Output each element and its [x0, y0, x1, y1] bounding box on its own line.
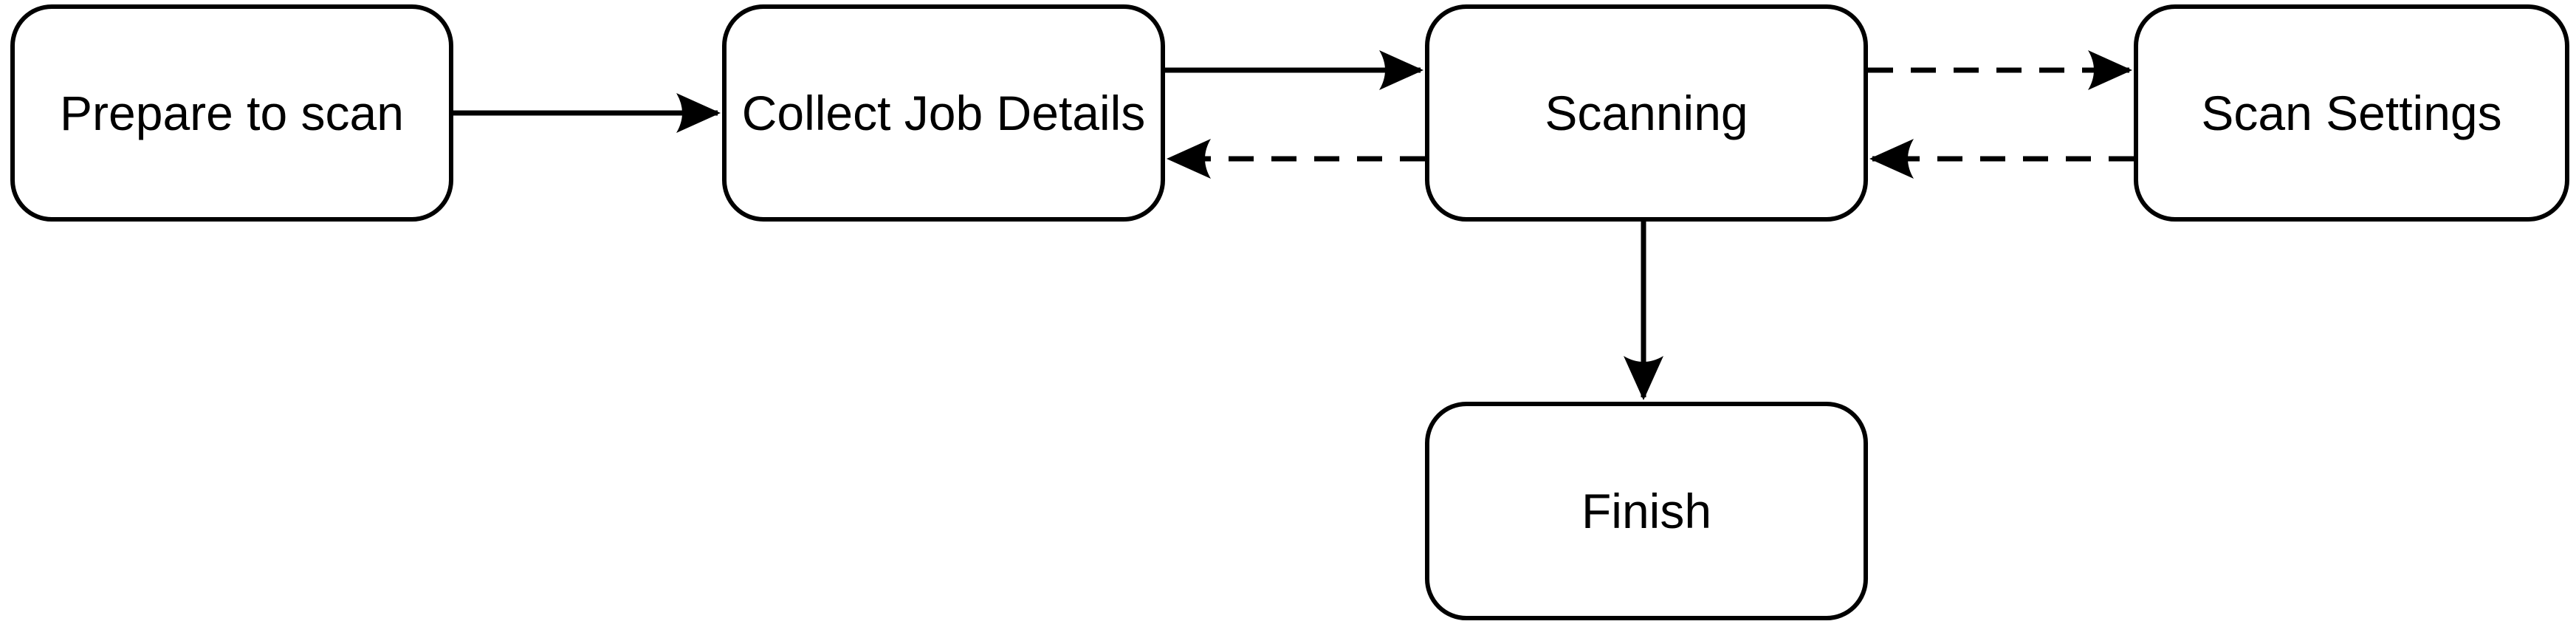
node-scan-settings-label: Scan Settings: [2201, 85, 2502, 140]
node-prepare-to-scan: Prepare to scan: [10, 4, 453, 222]
node-scanning: Scanning: [1425, 4, 1868, 222]
node-prepare-to-scan-label: Prepare to scan: [60, 85, 404, 140]
node-scanning-label: Scanning: [1545, 85, 1748, 140]
node-scan-settings: Scan Settings: [2134, 4, 2569, 222]
node-finish-label: Finish: [1581, 483, 1712, 538]
node-finish: Finish: [1425, 402, 1868, 620]
node-collect-job-details: Collect Job Details: [722, 4, 1165, 222]
node-collect-job-details-label: Collect Job Details: [741, 85, 1146, 140]
